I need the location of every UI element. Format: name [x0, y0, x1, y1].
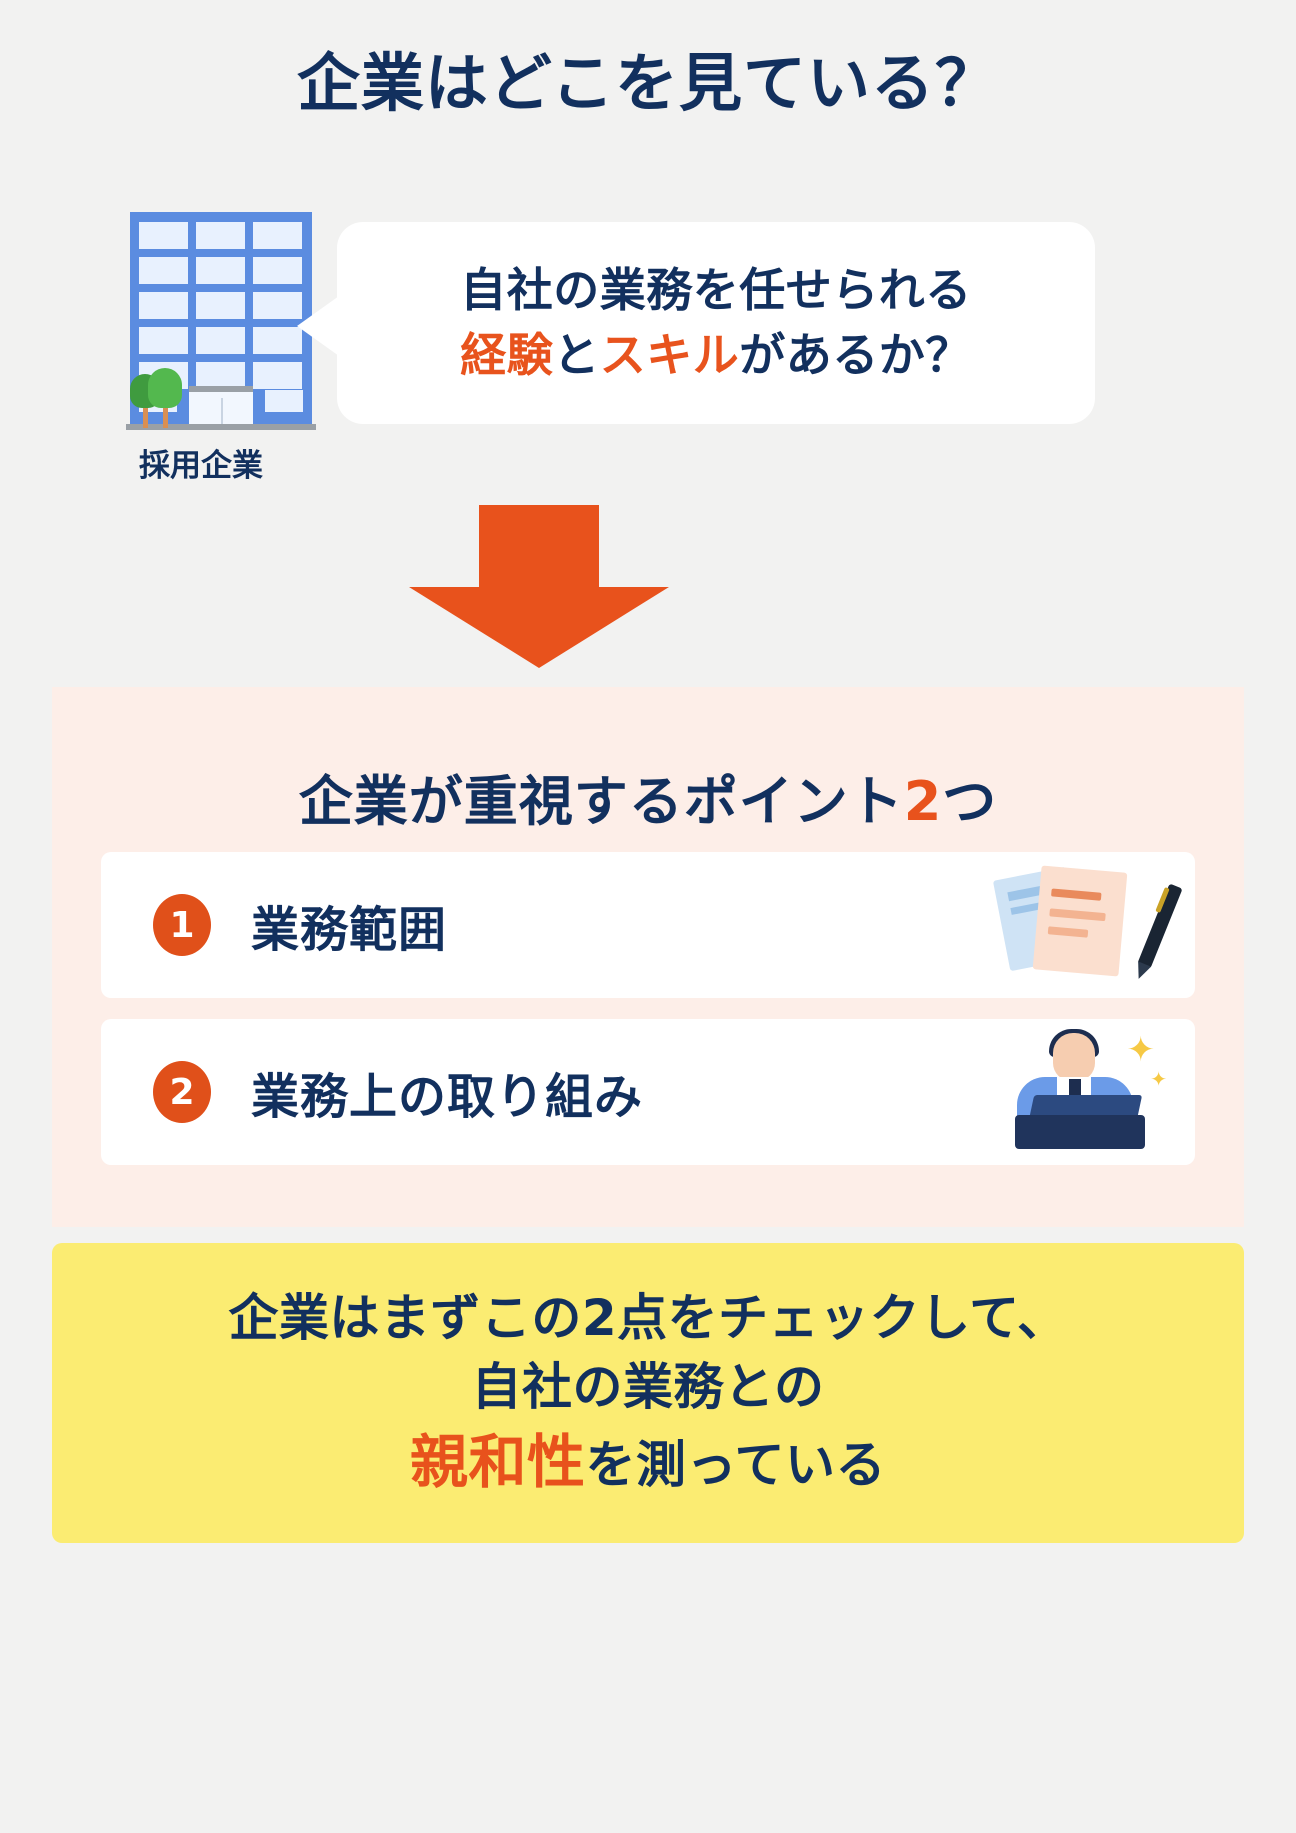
- document-peach: [1032, 865, 1128, 977]
- arrow-head: [409, 587, 669, 668]
- tree-icon: [130, 364, 186, 428]
- speech-bubble-line-2: 経験とスキルがあるか？: [369, 323, 1063, 388]
- building-window: [196, 222, 245, 249]
- highlight-experience: 経験: [460, 328, 554, 382]
- building-window: [253, 362, 302, 389]
- highlight-skill: スキル: [599, 328, 740, 382]
- document-line: [1047, 926, 1089, 938]
- point-card-2[interactable]: 2 業務上の取り組み ✦ ✦: [101, 1019, 1195, 1165]
- point-number-badge-1: 1: [153, 894, 211, 956]
- office-building-icon: [126, 212, 316, 430]
- tree-crown: [148, 368, 182, 408]
- tree-trunk: [142, 408, 148, 428]
- key-points-heading-suffix: つ: [942, 770, 998, 833]
- point-label-1: 業務範囲: [251, 902, 448, 958]
- building-window: [139, 222, 188, 249]
- key-points-heading-number: 2: [903, 770, 943, 833]
- conclusion-line-3-rest: を測っている: [585, 1435, 886, 1494]
- document-line: [1051, 888, 1102, 901]
- building-window: [196, 327, 245, 354]
- highlight-affinity: 親和性: [409, 1427, 586, 1496]
- building-window: [265, 390, 303, 412]
- building-window: [253, 257, 302, 284]
- building-entrance-door: [189, 386, 253, 430]
- building-window: [139, 257, 188, 284]
- point-number-badge-2: 2: [153, 1061, 211, 1123]
- page-title: 企業はどこを見ている？: [296, 47, 1000, 120]
- tree-trunk: [162, 408, 168, 428]
- sparkle-icon: ✦: [1126, 1030, 1156, 1070]
- conclusion-panel: 企業はまずこの2点をチェックして、 自社の業務との 親和性を測っている: [52, 1243, 1244, 1543]
- building-base: [126, 424, 316, 430]
- speech-bubble: 自社の業務を任せられる 経験とスキルがあるか？: [297, 222, 1095, 424]
- conclusion-line-3: 親和性を測っている: [410, 1422, 886, 1502]
- question-tail-text: があるか？: [739, 328, 972, 382]
- tree-right: [148, 368, 182, 428]
- point-label-2: 業務上の取り組み: [251, 1069, 644, 1125]
- sparkle-icon: ✦: [1150, 1067, 1167, 1091]
- building-window: [253, 222, 302, 249]
- building-window: [196, 362, 245, 389]
- building-window: [196, 257, 245, 284]
- person-head: [1053, 1033, 1095, 1081]
- laptop-base: [1015, 1115, 1145, 1149]
- speech-bubble-line-1: 自社の業務を任せられる: [460, 262, 972, 317]
- key-points-heading-prefix: 企業が重視するポイント: [298, 770, 904, 833]
- conclusion-line-2: 自社の業務との: [471, 1357, 825, 1416]
- document-line: [1049, 908, 1106, 922]
- hiring-company-label: 採用企業: [139, 448, 263, 484]
- person-with-laptop-icon: ✦ ✦: [991, 1029, 1169, 1155]
- documents-and-pen-icon: [991, 865, 1183, 985]
- building-window-grid: [139, 222, 303, 389]
- conclusion-line-1: 企業はまずこの2点をチェックして、: [228, 1288, 1068, 1347]
- building-window: [196, 292, 245, 319]
- building-window: [139, 327, 188, 354]
- key-points-heading: 企業が重視するポイント2つ: [52, 757, 1244, 836]
- building-window: [253, 292, 302, 319]
- arrow-stem: [479, 505, 599, 587]
- point-card-1[interactable]: 1 業務範囲: [101, 852, 1195, 998]
- building-window: [139, 292, 188, 319]
- conjunction-text: と: [553, 328, 600, 382]
- building-window: [253, 327, 302, 354]
- down-arrow-icon: [409, 505, 669, 668]
- key-points-panel: 企業が重視するポイント2つ 1 業務範囲 2 業務上の取り組み: [52, 687, 1244, 1227]
- hiring-company-block: 採用企業: [76, 212, 326, 485]
